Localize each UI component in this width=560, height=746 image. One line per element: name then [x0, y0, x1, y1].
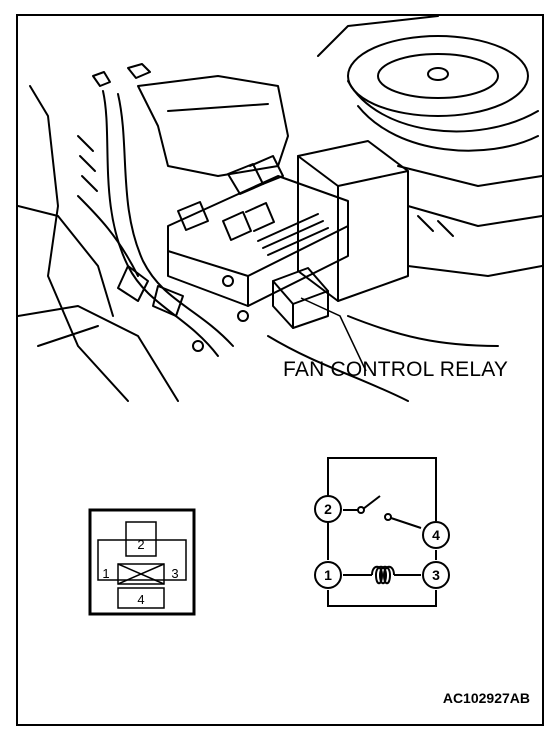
figure-code: AC102927AB	[442, 690, 530, 706]
schematic-terminal-1: 1	[324, 567, 332, 583]
relay-schematic: 2 4 1 3	[314, 457, 450, 607]
relay-connector-diagram: 1 2 3 4	[88, 508, 196, 616]
fan-control-relay-label: FAN CONTROL RELAY	[283, 358, 509, 381]
connector-pin-1: 1	[102, 566, 109, 581]
schematic-terminal-4: 4	[432, 527, 440, 543]
schematic-terminal-3: 3	[432, 567, 440, 583]
figure-frame	[16, 14, 544, 726]
schematic-terminal-2: 2	[324, 501, 332, 517]
engine-compartment-illustration	[18, 16, 542, 402]
connector-pin-3: 3	[171, 566, 178, 581]
connector-pin-4: 4	[137, 592, 144, 607]
connector-pin-2: 2	[137, 537, 144, 552]
